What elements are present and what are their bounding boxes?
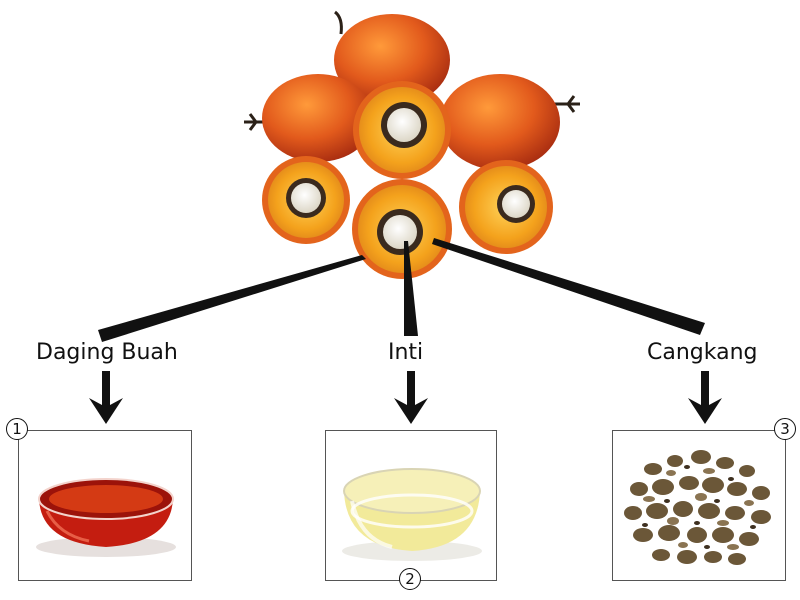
- connector-daging-buah: [98, 255, 366, 342]
- connector-cangkang: [432, 238, 705, 335]
- oil-palm-fruit-bunch-illustration: [244, 10, 580, 279]
- arrows: [89, 371, 722, 424]
- cut-fruit-center-bottom: [352, 179, 452, 279]
- label-inti: Inti: [388, 340, 424, 365]
- arrow-down-icon: [89, 371, 123, 424]
- number-badge-3: 3: [774, 418, 796, 440]
- cut-fruit-right: [459, 160, 553, 254]
- connector-lines: [98, 238, 705, 342]
- label-cangkang: Cangkang: [647, 340, 758, 365]
- cut-fruit-center-top: [353, 81, 451, 179]
- cut-fruit-left: [262, 156, 350, 244]
- photo-palm-kernel-shells: [612, 430, 786, 581]
- kernel-shells-pile-icon: [613, 431, 785, 580]
- whole-fruit-right: [440, 74, 580, 170]
- clear-oil-bowl-icon: [342, 468, 482, 561]
- label-daging-buah: Daging Buah: [36, 340, 178, 365]
- connector-inti: [404, 241, 418, 336]
- photo-palm-kernel-oil: [325, 430, 497, 581]
- number-badge-1: 1: [6, 418, 28, 440]
- whole-fruit-left: [244, 74, 374, 162]
- photo-red-palm-oil: [18, 430, 192, 581]
- arrow-down-icon: [394, 371, 428, 424]
- number-badge-2: 2: [399, 568, 421, 590]
- whole-fruit-top: [334, 10, 450, 106]
- arrow-down-icon: [688, 371, 722, 424]
- red-oil-bowl-icon: [36, 478, 176, 557]
